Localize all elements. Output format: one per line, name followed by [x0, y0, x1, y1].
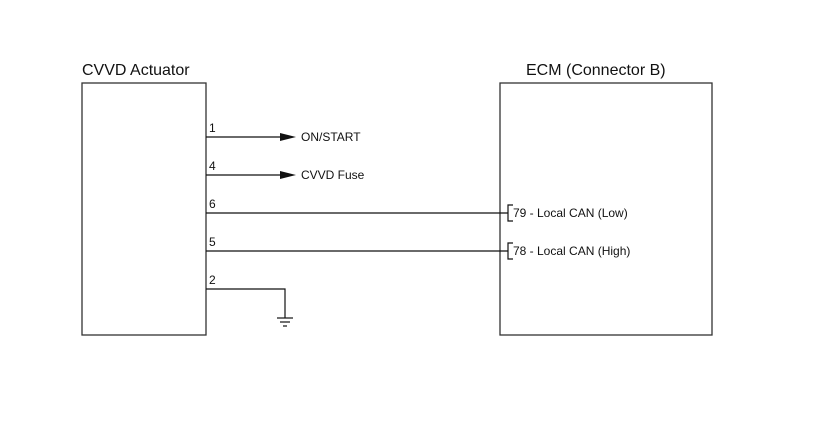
wire-pin-4: 4 CVVD Fuse	[206, 159, 365, 182]
pin-label-2: 2	[209, 273, 216, 287]
pin-label-4: 4	[209, 159, 216, 173]
wire-pin-5: 5 78 - Local CAN (High)	[206, 235, 630, 260]
wire-pin-6: 6 79 - Local CAN (Low)	[206, 197, 628, 222]
cvvd-actuator-component: CVVD Actuator	[81, 62, 207, 336]
ecm-pin-label-78: 78 - Local CAN (High)	[513, 244, 630, 258]
pin-label-6: 6	[209, 197, 216, 211]
arrow-right-icon	[280, 133, 296, 141]
connector-bracket-icon	[507, 204, 513, 222]
actuator-box	[81, 82, 207, 336]
wire-destination-4: CVVD Fuse	[301, 168, 365, 182]
pin-label-1: 1	[209, 121, 216, 135]
connector-bracket-icon	[507, 242, 513, 260]
ecm-component: ECM (Connector B)	[499, 62, 713, 336]
ecm-pin-label-79: 79 - Local CAN (Low)	[513, 206, 628, 220]
wire-pin-2: 2	[206, 273, 293, 327]
ecm-box	[499, 82, 713, 336]
wire-destination-1: ON/START	[301, 130, 361, 144]
actuator-title: CVVD Actuator	[82, 62, 190, 79]
ecm-title: ECM (Connector B)	[526, 62, 666, 79]
arrow-right-icon	[280, 171, 296, 179]
pin-label-5: 5	[209, 235, 216, 249]
wire-pin-1: 1 ON/START	[206, 121, 361, 144]
wire-line-2	[206, 288, 286, 318]
ground-icon	[277, 317, 293, 327]
